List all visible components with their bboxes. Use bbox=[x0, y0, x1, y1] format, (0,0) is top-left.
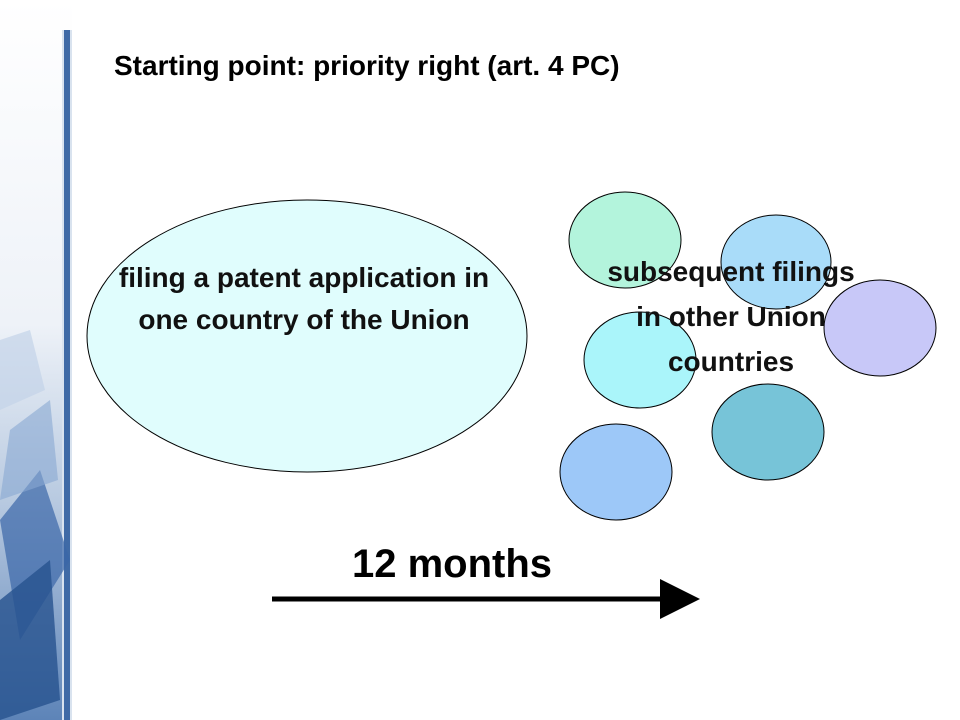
decorative-side-band bbox=[0, 0, 72, 720]
filing-circle-cyan bbox=[583, 311, 697, 409]
origin-filing-oval bbox=[86, 199, 528, 473]
filing-circle-blue bbox=[559, 423, 673, 521]
filing-circle-sky bbox=[720, 214, 832, 310]
filing-circle-teal bbox=[711, 383, 825, 481]
filing-circle-lavender bbox=[823, 279, 937, 377]
filing-circle-mint bbox=[568, 191, 682, 289]
origin-filing-label: filing a patent application in one count… bbox=[118, 262, 490, 335]
period-label: 12 months bbox=[351, 542, 553, 586]
subsequent-filings-label: subsequent filings in other Union countr… bbox=[607, 256, 855, 377]
slide-title: Starting point: priority right (art. 4 P… bbox=[114, 50, 620, 81]
